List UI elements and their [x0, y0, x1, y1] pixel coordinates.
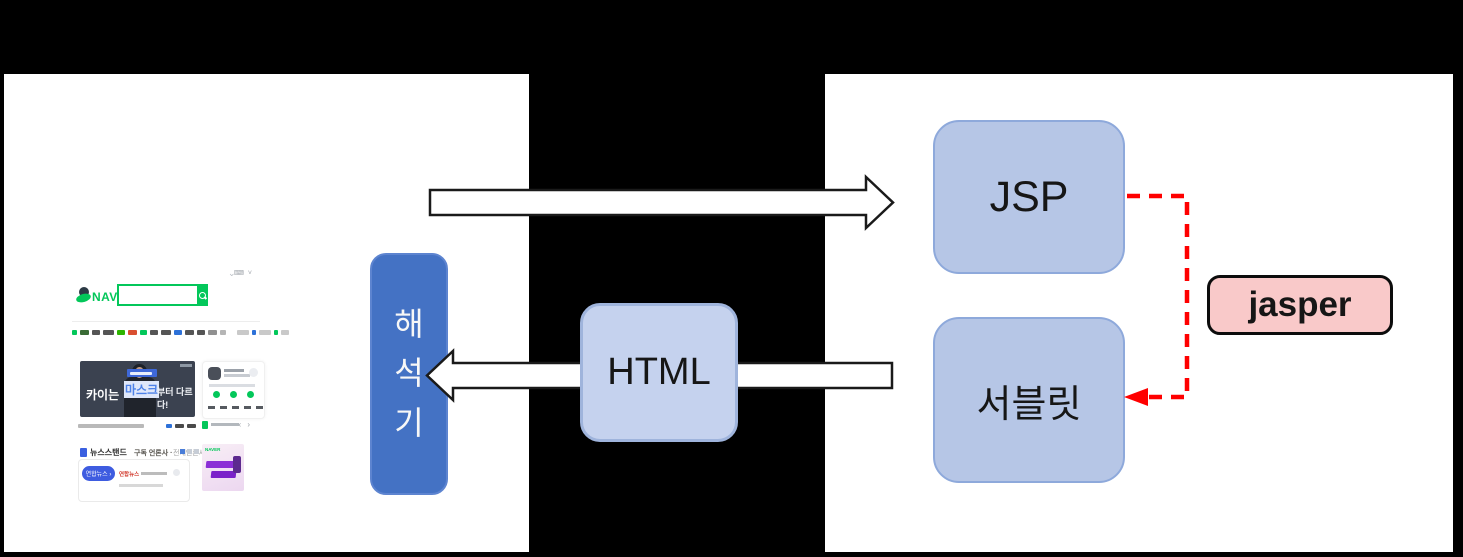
profile-id-skeleton — [224, 374, 250, 377]
ticker-item-skeleton — [187, 424, 196, 428]
ad-naver-logo: NAVER — [205, 447, 221, 452]
ad-figure — [233, 456, 241, 473]
press-news-card: 연합뉴스 › 연합뉴스 — [78, 459, 190, 502]
interpreter-box: 해 석 기 — [370, 253, 448, 495]
shortcut-label-skeleton — [244, 406, 251, 409]
shortcut-label-skeleton — [220, 406, 227, 409]
naver-hat-icon — [79, 287, 89, 297]
jasper-box: jasper — [1207, 275, 1393, 335]
refresh-icon — [173, 469, 180, 476]
shortcut-label-skeleton — [232, 406, 239, 409]
settings-view-icon[interactable] — [194, 449, 199, 454]
search-icon — [199, 291, 206, 299]
ticker-text-skeleton — [78, 424, 144, 428]
banner-text-prefix: 카이는 — [86, 388, 120, 402]
servlet-box: 서블릿 — [933, 317, 1125, 483]
cart-icon — [247, 391, 254, 398]
newsstand-subscribed-tab[interactable]: 구독 언론사 · — [134, 450, 173, 457]
profile-name-skeleton — [224, 369, 244, 372]
banner-text-highlight: 마스크 — [124, 381, 160, 398]
newsstand-title: 뉴스스탠드 — [90, 448, 127, 457]
pay-icon — [213, 391, 220, 398]
html-box: HTML — [580, 303, 738, 442]
widget-text-skeleton — [211, 423, 239, 426]
avatar — [208, 367, 221, 380]
services-menu-skeleton — [72, 330, 289, 339]
ad-text-skeleton — [205, 461, 237, 468]
jsp-box: JSP — [933, 120, 1125, 274]
ad-banner: NAVER — [202, 444, 244, 491]
search-button[interactable] — [197, 284, 208, 306]
profile-card — [202, 361, 265, 419]
main-banner: 카이는 마스크 부터 다르다! — [80, 361, 195, 417]
chart-icon — [202, 421, 208, 429]
mail-icon — [230, 391, 237, 398]
keyboard-icon: ⌨ ˅ — [233, 270, 253, 277]
collapse-chevron-icon: ⌄ — [228, 268, 236, 278]
profile-row-skeleton — [209, 384, 255, 387]
settings-circle-icon — [249, 368, 258, 377]
banner-text-suffix: 부터 다르다! — [157, 387, 193, 410]
ticker-item-skeleton — [175, 424, 184, 428]
press-name: 연합뉴스 — [119, 472, 140, 478]
headline-skeleton — [119, 484, 163, 487]
ticker-chip — [166, 424, 172, 428]
search-input[interactable] — [117, 284, 207, 306]
newsstand-icon — [80, 448, 87, 457]
naver-hat-brim-icon — [75, 292, 92, 304]
stock-mini-widget: ‹ › — [202, 419, 252, 432]
divider — [72, 321, 260, 322]
banner-watermark — [180, 364, 192, 367]
shortcut-label-skeleton — [208, 406, 215, 409]
shortcut-label-skeleton — [256, 406, 263, 409]
naver-screenshot: ⌄ NAVER ⌨ ˅ 카이는 마스크 부터 다르다! — [70, 262, 289, 502]
list-view-icon[interactable] — [187, 449, 192, 454]
press-pill-button[interactable]: 연합뉴스 › — [82, 466, 115, 481]
banner-badge — [127, 369, 157, 377]
grid-view-icon[interactable] — [180, 449, 185, 454]
carousel-arrows[interactable]: ‹ › — [238, 420, 252, 429]
date-skeleton — [141, 472, 167, 475]
